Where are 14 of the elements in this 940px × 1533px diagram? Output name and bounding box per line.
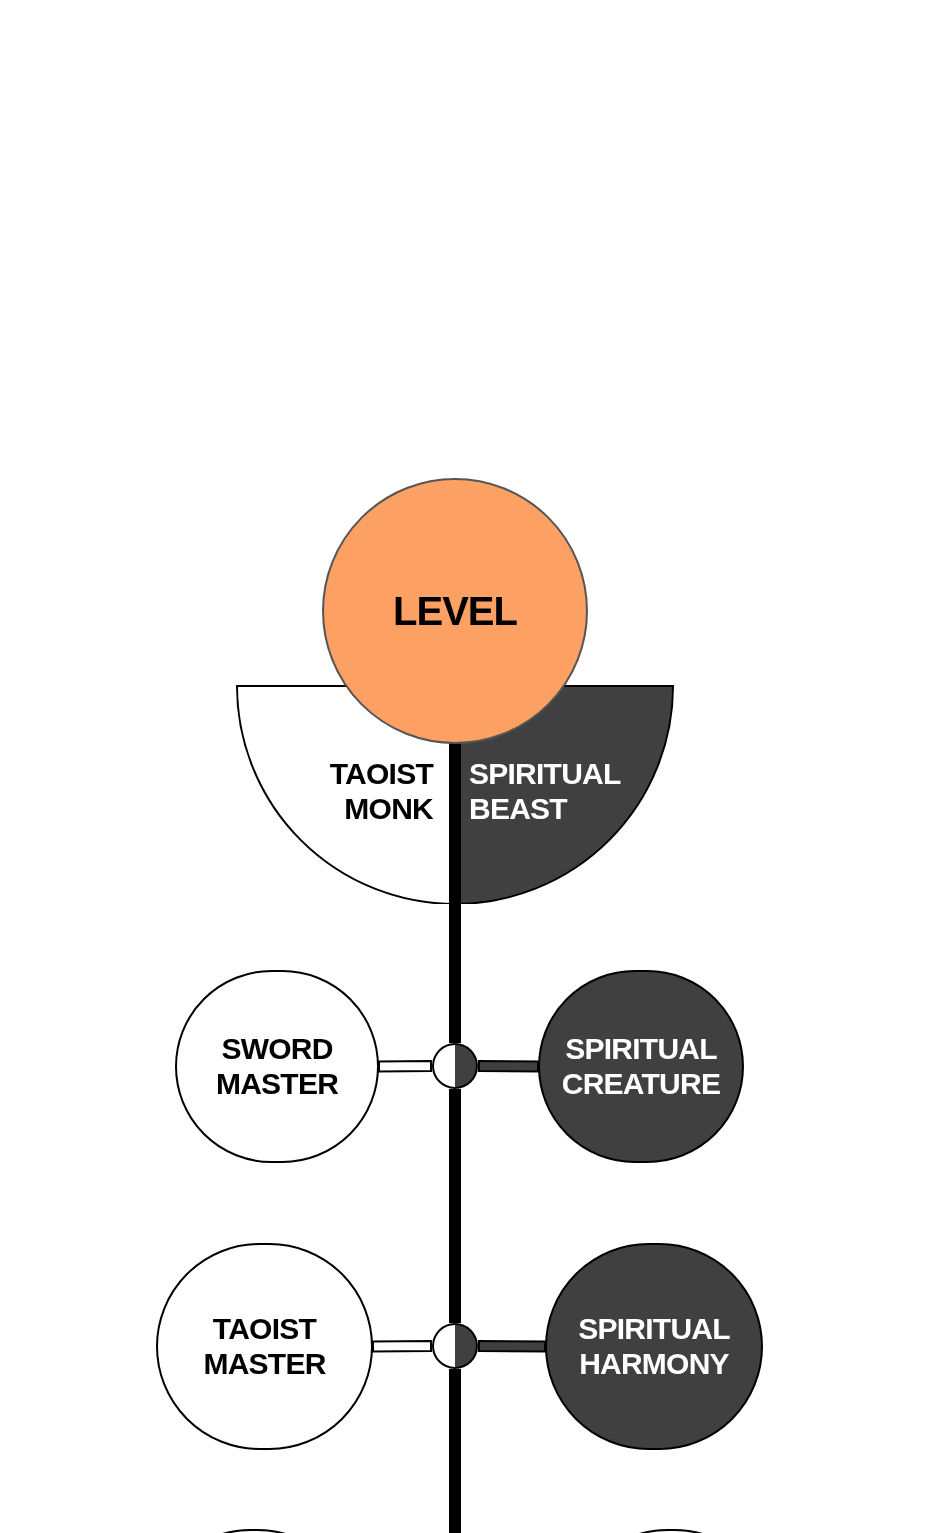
node-label: TAOIST MONK — [328, 757, 433, 826]
node-label: SWORD MASTER — [214, 1032, 340, 1101]
node-label: TAOIST MASTER — [202, 1312, 327, 1381]
connector-line — [449, 743, 461, 1043]
connector-line — [449, 1369, 461, 1533]
connector-line — [478, 1060, 539, 1073]
connector-line — [372, 1340, 432, 1353]
node-label: SPIRITUAL HARMONY — [577, 1312, 731, 1381]
node-label: LEVEL — [393, 588, 517, 634]
node-label: SPIRITUAL BEAST — [469, 757, 622, 826]
node-label: SPIRITUAL CREATURE — [560, 1032, 722, 1101]
connector-line — [478, 1340, 546, 1353]
connector-line — [378, 1060, 432, 1073]
connector-line — [449, 1089, 461, 1323]
